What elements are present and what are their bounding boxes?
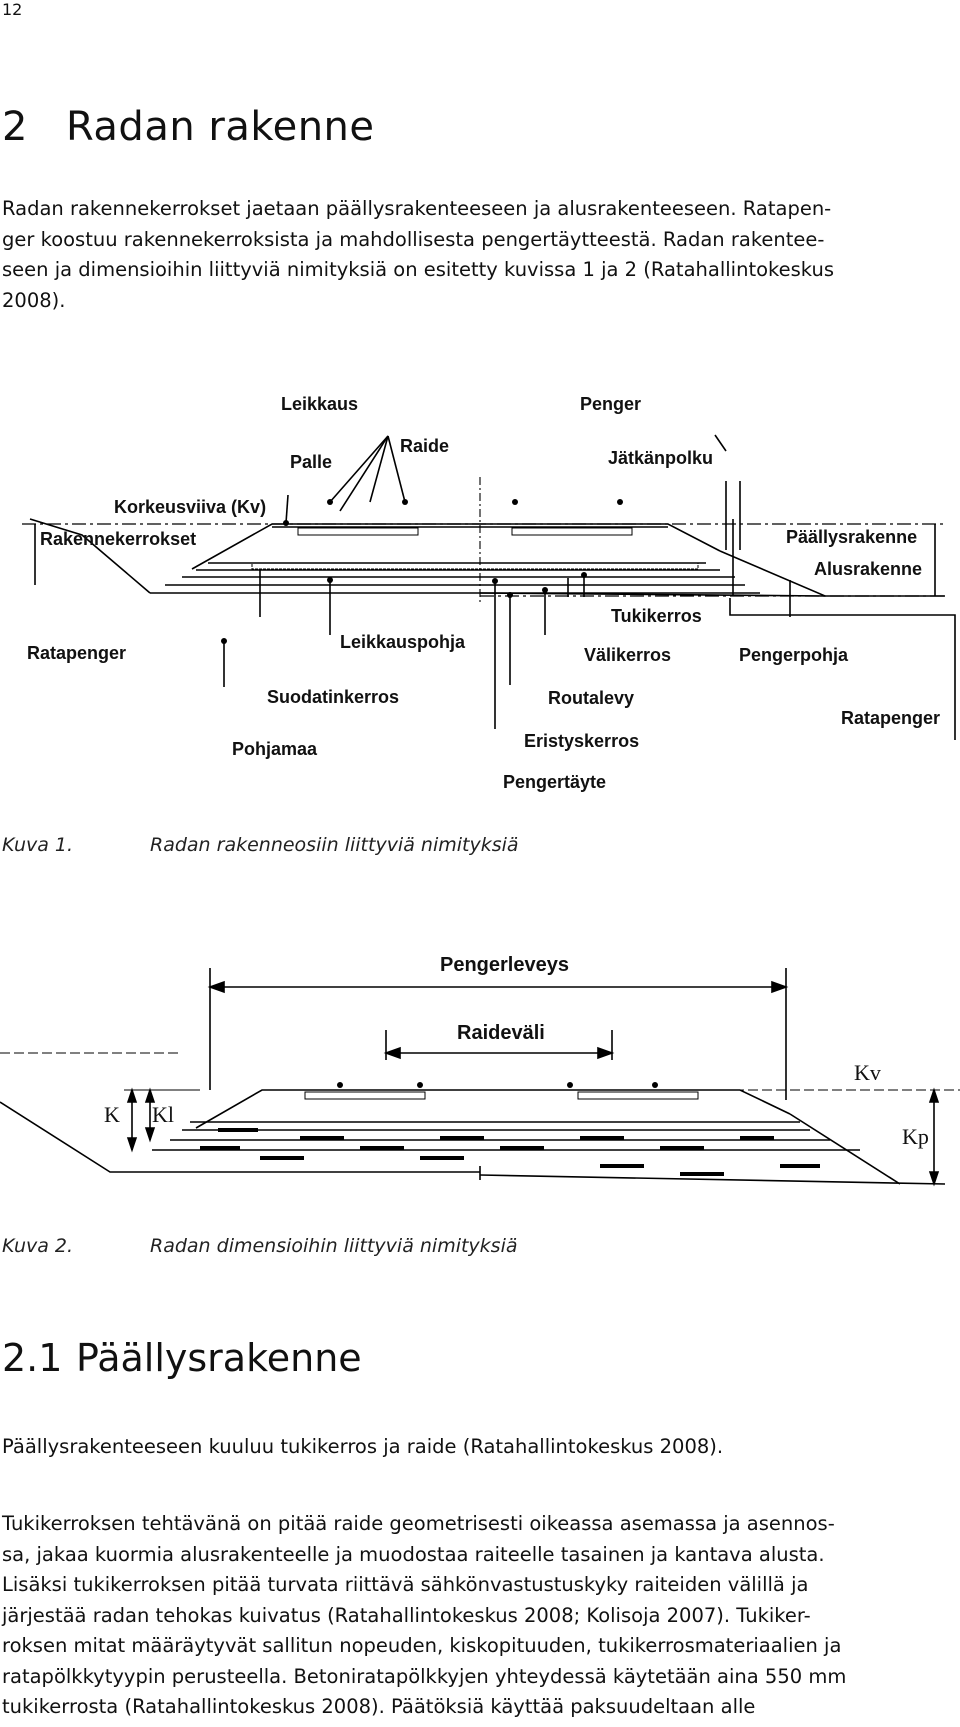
- figure-2-caption-text: Radan dimensioihin liittyviä nimityksiä: [150, 1235, 518, 1257]
- figure-1-caption-text: Radan rakenneosiin liittyviä nimityksiä: [150, 834, 519, 856]
- figure-2-caption-label: Kuva 2.: [2, 1235, 74, 1257]
- paragraph-line: roksen mitat määräytyvät sallitun nopeud…: [2, 1634, 842, 1657]
- paragraph-line: ratapölkkytyypin perusteella. Betonirata…: [2, 1664, 847, 1688]
- section-paragraph-2: Tukikerroksen tehtävänä on pitää raide g…: [2, 1509, 874, 1723]
- section-heading: 2.1 Päällysrakenne: [2, 1336, 362, 1380]
- paragraph-line: Lisäksi tukikerroksen pitää turvata riit…: [2, 1573, 809, 1596]
- chapter-number: 2: [2, 104, 28, 150]
- intro-paragraph: Radan rakennekerrokset jaetaan päällysra…: [2, 194, 874, 316]
- intro-line: 2008).: [2, 288, 66, 312]
- section-paragraph-1: Päällysrakenteeseen kuuluu tukikerros ja…: [2, 1435, 724, 1458]
- figure-2-diagram: [0, 968, 960, 1187]
- paragraph-line: sa, jakaa kuormia alusrakenteelle ja muo…: [2, 1542, 825, 1566]
- section-title: Päällysrakenne: [76, 1336, 362, 1380]
- paragraph-line: tukikerrosta (Ratahallintokeskus 2008). …: [2, 1695, 756, 1718]
- intro-line: seen ja dimensioihin liittyviä nimityksi…: [2, 258, 834, 281]
- section-number: 2.1: [2, 1336, 63, 1380]
- intro-line: ger koostuu rakennekerroksista ja mahdol…: [2, 227, 825, 251]
- intro-line: Radan rakennekerrokset jaetaan päällysra…: [2, 197, 832, 220]
- chapter-title: Radan rakenne: [66, 104, 375, 150]
- figure-1-diagram: [22, 434, 956, 740]
- chapter-heading: 2 Radan rakenne: [2, 104, 375, 150]
- figure-1-caption: Kuva 1. Radan rakenneosiin liittyviä nimi…: [2, 834, 519, 856]
- page-number: 12: [2, 0, 23, 19]
- figure-2-caption: Kuva 2. Radan dimensioihin liittyviä nimi…: [2, 1235, 518, 1257]
- paragraph-line: Tukikerroksen tehtävänä on pitää raide g…: [2, 1512, 835, 1535]
- figure-1-caption-label: Kuva 1.: [2, 834, 74, 856]
- paragraph-line: järjestää radan tehokas kuivatus (Rataha…: [2, 1603, 811, 1627]
